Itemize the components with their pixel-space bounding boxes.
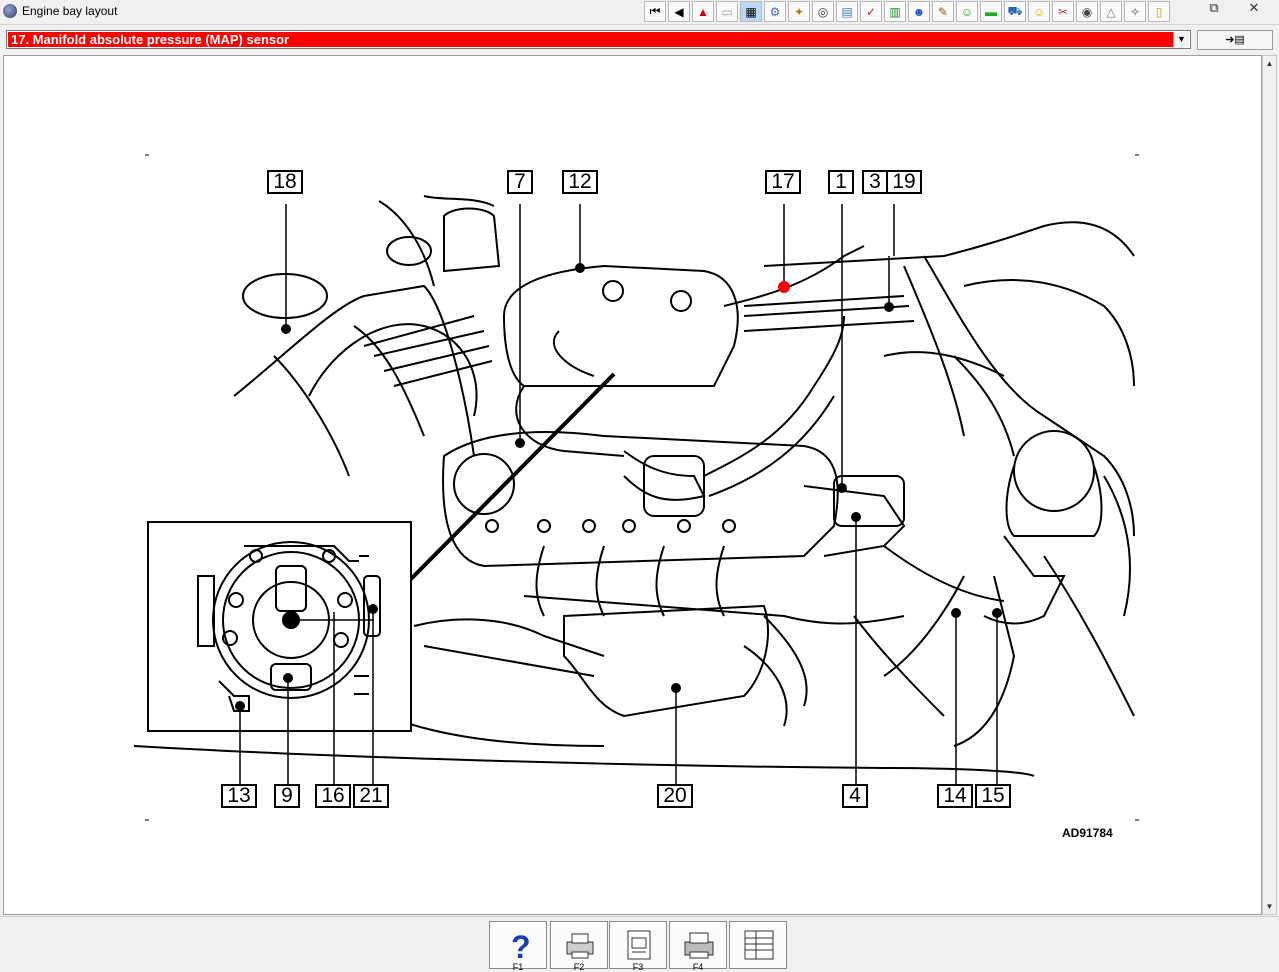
vertical-scrollbar[interactable]: ▲ ▼ bbox=[1262, 55, 1277, 915]
close-button[interactable]: ✕ bbox=[1248, 0, 1260, 15]
selected-highlight bbox=[8, 32, 1173, 47]
fkey-label: F2 bbox=[573, 962, 585, 972]
callout-label[interactable]: 14 bbox=[937, 784, 973, 808]
print-setup-icon bbox=[566, 933, 594, 959]
highlighted-component-marker bbox=[778, 281, 790, 293]
page-icon bbox=[627, 930, 651, 960]
diagram-canvas: 18 7 12 17 1 3 19 13 9 16 21 20 4 14 15 … bbox=[3, 55, 1262, 915]
window-title: Engine bay layout bbox=[22, 4, 118, 18]
component-selector-value: 17. Manifold absolute pressure (MAP) sen… bbox=[11, 32, 290, 47]
wheel-icon[interactable]: ◉ bbox=[1076, 1, 1098, 22]
fkey-label: F1 bbox=[512, 962, 524, 972]
tools2-icon[interactable]: ✂ bbox=[1052, 1, 1074, 22]
selector-row: 17. Manifold absolute pressure (MAP) sen… bbox=[0, 28, 1279, 52]
diagram-reference-code: AD91784 bbox=[1062, 826, 1113, 840]
callout-label[interactable]: 4 bbox=[842, 784, 868, 808]
title-bar: Engine bay layout ⏮ ◀ ▲ ▭ ▦ ⚙ ✦ ◎ ▤ ✓ ▥ … bbox=[0, 0, 1279, 25]
toolbar: ⏮ ◀ ▲ ▭ ▦ ⚙ ✦ ◎ ▤ ✓ ▥ ☻ ✎ ☺ ▬ ⛟ ☺ ✂ ◉ △ … bbox=[644, 1, 1170, 23]
callout-label[interactable]: 21 bbox=[353, 784, 389, 808]
picture-icon[interactable]: ▦ bbox=[740, 1, 762, 22]
print-button[interactable]: F4 bbox=[669, 921, 727, 972]
help-button[interactable]: ? F1 bbox=[489, 921, 547, 972]
car-icon[interactable]: ⛟ bbox=[1004, 1, 1026, 22]
callout-label[interactable]: 13 bbox=[221, 784, 257, 808]
blank-page-icon[interactable]: ▭ bbox=[716, 1, 738, 22]
exit-button[interactable]: ➜▤ bbox=[1197, 30, 1273, 50]
callout-label[interactable]: 17 bbox=[765, 170, 801, 194]
svg-text:?: ? bbox=[511, 929, 531, 962]
function-key-bar: ? F1 F2 F3 F4 bbox=[0, 916, 1279, 972]
exit-icon: ➜▤ bbox=[1225, 34, 1245, 46]
people-icon[interactable]: ☻ bbox=[908, 1, 930, 22]
gauge-icon[interactable]: ◎ bbox=[812, 1, 834, 22]
battery-icon[interactable]: ▬ bbox=[980, 1, 1002, 22]
page-button[interactable]: F3 bbox=[609, 921, 667, 972]
list-button[interactable] bbox=[729, 921, 787, 969]
note-icon[interactable]: ▯ bbox=[1148, 1, 1170, 22]
first-page-icon[interactable]: ⏮ bbox=[644, 1, 666, 22]
callout-label[interactable]: 20 bbox=[657, 784, 693, 808]
help-icon: ? bbox=[511, 929, 531, 962]
callout-label[interactable]: 16 bbox=[315, 784, 351, 808]
wrench-icon[interactable]: ✎ bbox=[932, 1, 954, 22]
callout-label[interactable]: 19 bbox=[886, 170, 922, 194]
callout-label[interactable]: 1 bbox=[828, 170, 854, 194]
engine-bay-drawing bbox=[133, 154, 1139, 821]
restore-button[interactable]: ⧉ bbox=[1209, 0, 1219, 15]
app-icon bbox=[3, 4, 17, 18]
scroll-up-icon[interactable]: ▲ bbox=[1265, 59, 1274, 68]
triangle-icon[interactable]: △ bbox=[1100, 1, 1122, 22]
warning-icon[interactable]: ▲ bbox=[692, 1, 714, 22]
callout-label[interactable]: 12 bbox=[562, 170, 598, 194]
smiley-icon[interactable]: ☺ bbox=[1028, 1, 1050, 22]
manual-icon[interactable]: ▤ bbox=[836, 1, 858, 22]
print-setup-button[interactable]: F2 bbox=[550, 921, 608, 972]
component-dropdown[interactable]: 17. Manifold absolute pressure (MAP) sen… bbox=[6, 30, 1191, 49]
scroll-down-icon[interactable]: ▼ bbox=[1265, 902, 1274, 911]
fkey-label: F4 bbox=[692, 962, 704, 972]
callout-label[interactable]: 18 bbox=[267, 170, 303, 194]
list-icon bbox=[744, 930, 774, 960]
callout-label[interactable]: 15 bbox=[975, 784, 1011, 808]
callout-label[interactable]: 9 bbox=[274, 784, 300, 808]
callout-label[interactable]: 3 bbox=[862, 170, 888, 194]
frog-icon[interactable]: ☺ bbox=[956, 1, 978, 22]
engine-icon[interactable]: ⚙ bbox=[764, 1, 786, 22]
spanner-icon[interactable]: ✧ bbox=[1124, 1, 1146, 22]
fkey-label: F3 bbox=[632, 962, 644, 972]
printer-icon bbox=[684, 932, 714, 959]
tick-icon[interactable]: ✓ bbox=[860, 1, 882, 22]
previous-icon[interactable]: ◀ bbox=[668, 1, 690, 22]
green-book-icon[interactable]: ▥ bbox=[884, 1, 906, 22]
tools-icon[interactable]: ✦ bbox=[788, 1, 810, 22]
callout-label[interactable]: 7 bbox=[507, 170, 533, 194]
chevron-down-icon[interactable]: ▼ bbox=[1173, 32, 1189, 47]
